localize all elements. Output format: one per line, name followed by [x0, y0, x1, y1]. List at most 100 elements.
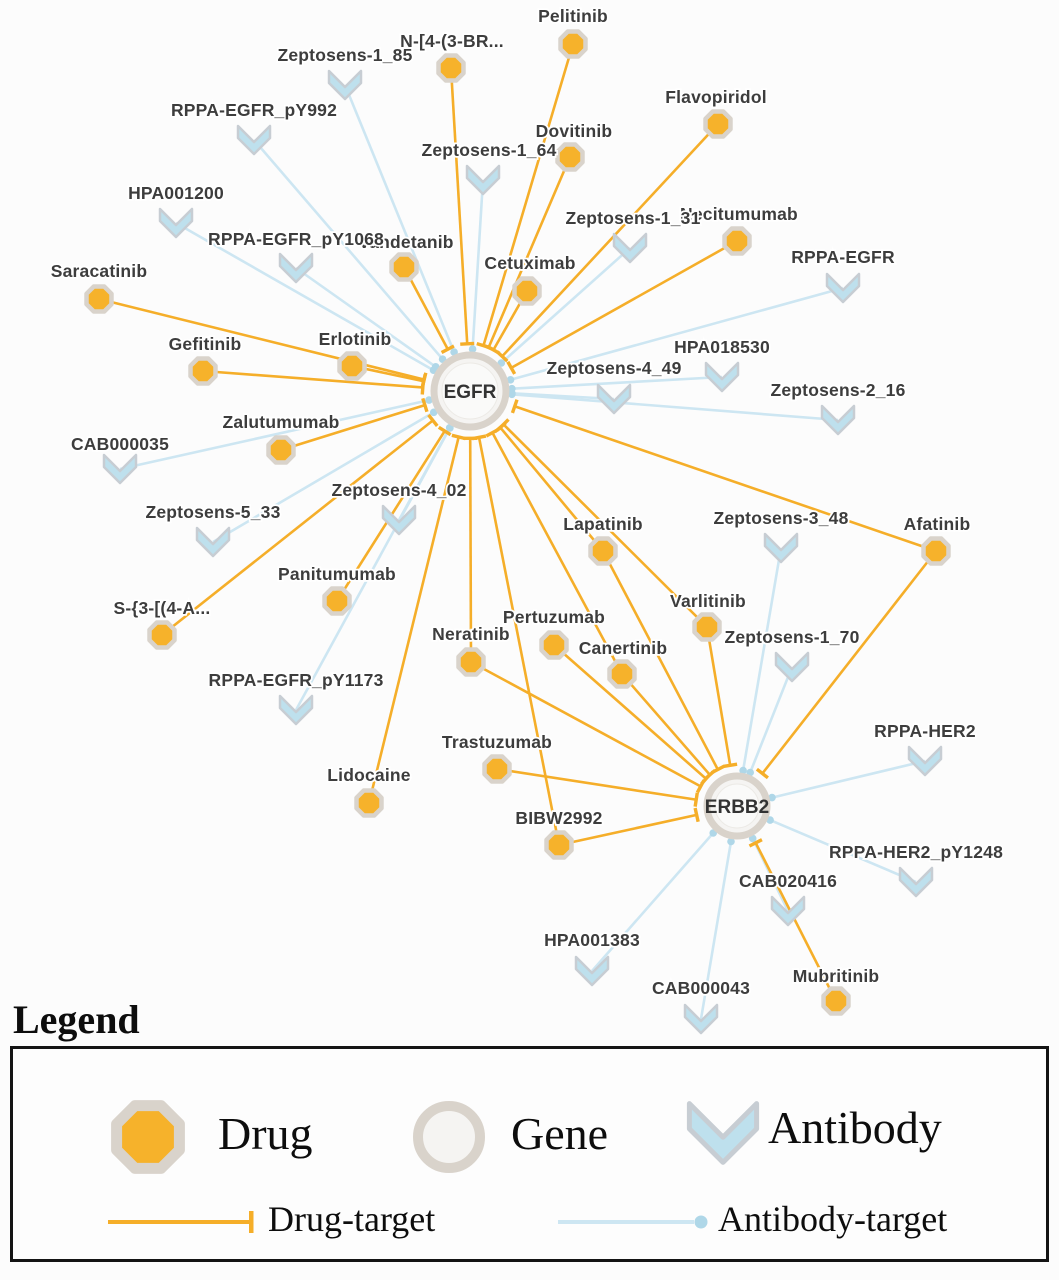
node-label-Afatinib: Afatinib: [904, 514, 971, 534]
antibody-node-Zeptosens-5_33: [195, 526, 231, 558]
antibody-target-line-icon: [558, 1215, 708, 1229]
drug-node-Trastuzumab: [482, 754, 512, 784]
drug-node-Vandetanib: [389, 252, 419, 282]
drug-node-Lapatinib: [588, 536, 618, 566]
drug-edge-Mubritinib-ERBB2: [748, 838, 838, 1002]
drug-edge-Canertinib-ERBB2: [621, 673, 717, 781]
drug-edge-Necitumumab-EGFR: [506, 239, 738, 375]
node-label-RPPA-EGFR_pY1068: RPPA-EGFR_pY1068: [208, 229, 384, 249]
antibody-node-CAB020416: [770, 895, 806, 927]
antibody-node-icon: [686, 1101, 760, 1165]
node-label-Lapatinib: Lapatinib: [563, 514, 643, 534]
antibody-node-Zeptosens-1_31: [612, 232, 648, 264]
drug-edge-S-{3-[(4-A...-EGFR: [161, 413, 439, 637]
node-label-HPA001200: HPA001200: [128, 183, 224, 203]
drug-node-Pelitinib: [558, 29, 588, 59]
antibody-node-Zeptosens-1_85: [327, 69, 363, 101]
node-label-Lidocaine: Lidocaine: [327, 765, 411, 785]
legend-gene-label: Gene: [511, 1108, 609, 1159]
drug-edge-Lidocaine-EGFR: [367, 433, 466, 804]
ab-edge-RPPA-EGFR_pY992-EGFR: [253, 139, 447, 364]
legend-drug-target-label: Drug-target: [268, 1199, 436, 1239]
node-label-Zeptosens-5_33: Zeptosens-5_33: [145, 502, 280, 522]
drug-edge-Flavopiridol-EGFR: [495, 123, 719, 363]
node-label-Zeptosens-1_64: Zeptosens-1_64: [421, 140, 556, 160]
node-label-Zeptosens-2_16: Zeptosens-2_16: [770, 380, 905, 400]
drug-node-N-[4-(3-BR...: [436, 53, 466, 83]
node-label-Zalutumumab: Zalutumumab: [223, 412, 340, 432]
drug-edge-Lapatinib-EGFR: [493, 421, 604, 552]
node-label-Zeptosens-3_48: Zeptosens-3_48: [713, 508, 848, 528]
antibody-node-RPPA-EGFR: [825, 272, 861, 304]
node-label-Canertinib: Canertinib: [579, 638, 668, 658]
ab-edge-RPPA-EGFR_pY1173-EGFR: [294, 424, 454, 711]
ab-edge-Zeptosens-1_31-EGFR: [497, 247, 631, 367]
drug-node-Dovitinib: [555, 142, 585, 172]
ab-edge-RPPA-HER2-ERBB2: [768, 759, 926, 802]
node-label-Erlotinib: Erlotinib: [319, 329, 392, 349]
node-label-S-{3-[(4-A...: S-{3-[(4-A...: [114, 598, 211, 618]
node-label-CAB000035: CAB000035: [71, 434, 169, 454]
drug-node-Varlitinib: [692, 612, 722, 642]
gene-node-inner-ERBB2: [714, 783, 760, 829]
ab-edge-HPA001200-EGFR: [175, 221, 438, 375]
node-label-Cetuximab: Cetuximab: [484, 253, 575, 273]
ab-edge-Zeptosens-1_70-ERBB2: [746, 666, 794, 777]
node-label-Zeptosens-1_70: Zeptosens-1_70: [724, 627, 859, 647]
node-label-RPPA-EGFR: RPPA-EGFR: [791, 247, 895, 267]
node-label-BIBW2992: BIBW2992: [515, 808, 602, 828]
drug-edge-Afatinib-ERBB2: [755, 550, 938, 780]
drug-node-Lidocaine: [354, 788, 384, 818]
drug-edge-BIBW2992-ERBB2: [558, 807, 700, 847]
node-label-CAB000043: CAB000043: [652, 978, 750, 998]
drug-node-Necitumumab: [722, 226, 752, 256]
drug-node-Afatinib: [921, 536, 951, 566]
drug-edge-Zalutumumab-EGFR: [280, 397, 429, 452]
antibody-node-Zeptosens-4_02: [381, 504, 417, 536]
antibody-target-dot-icon: [694, 1215, 708, 1229]
antibody-node-Zeptosens-4_49: [596, 383, 632, 415]
ab-edge-CAB000035-EGFR: [119, 396, 433, 471]
node-label-Gefitinib: Gefitinib: [169, 334, 242, 354]
antibody-node-Zeptosens-3_48: [763, 532, 799, 564]
node-label-HPA018530: HPA018530: [674, 337, 770, 357]
ab-edge-RPPA-HER2_pY1248-ERBB2: [766, 816, 917, 884]
antibody-node-RPPA-EGFR_pY992: [236, 124, 272, 156]
drug-node-Panitumumab: [322, 586, 352, 616]
antibody-node-icon-shape: [686, 1101, 760, 1165]
gene-node-icon-shape: [413, 1101, 485, 1173]
gene-label-EGFR: EGFR: [444, 382, 497, 403]
antibody-node-RPPA-HER2: [907, 745, 943, 777]
node-label-Trastuzumab: Trastuzumab: [442, 732, 552, 752]
node-label-Mubritinib: Mubritinib: [793, 966, 880, 986]
ab-edge-HPA018530-EGFR: [508, 375, 723, 393]
edges-layer: [98, 43, 938, 1020]
drug-edge-Varlitinib-ERBB2: [705, 626, 738, 769]
ab-edge-Zeptosens-1_64-EGFR: [468, 179, 485, 353]
drug-edge-Neratinib-EGFR: [463, 436, 478, 663]
drug-edge-N-[4-(3-BR...-EGFR: [449, 67, 475, 346]
ab-edge-RPPA-EGFR_pY1068-EGFR: [295, 266, 440, 371]
ab-edge-RPPA-EGFR-EGFR: [506, 286, 844, 384]
node-label-Pelitinib: Pelitinib: [538, 6, 608, 26]
drug-node-Canertinib: [607, 659, 637, 689]
drug-node-Pertuzumab: [539, 630, 569, 660]
drug-node-icon: [111, 1100, 185, 1174]
node-label-RPPA-HER2: RPPA-HER2: [874, 721, 976, 741]
antibody-node-HPA018530: [704, 361, 740, 393]
drug-edge-Pertuzumab-ERBB2: [553, 644, 712, 786]
nodes-layer: [84, 29, 951, 1035]
ab-edge-Zeptosens-2_16-EGFR: [508, 390, 839, 422]
node-label-Panitumumab: Panitumumab: [278, 564, 396, 584]
node-label-CAB020416: CAB020416: [739, 871, 837, 891]
drug-node-icon-shape: [111, 1100, 185, 1174]
node-label-Saracatinib: Saracatinib: [51, 261, 148, 281]
ab-edge-Zeptosens-3_48-ERBB2: [739, 547, 783, 775]
drug-node-BIBW2992: [544, 830, 574, 860]
drug-edge-Pelitinib-EGFR: [476, 43, 575, 350]
node-label-N-[4-(3-BR...: N-[4-(3-BR...: [400, 31, 504, 51]
antibody-node-Zeptosens-1_70: [774, 651, 810, 683]
node-label-Varlitinib: Varlitinib: [670, 591, 746, 611]
ab-edge-CAB000043-ERBB2: [699, 837, 735, 1020]
